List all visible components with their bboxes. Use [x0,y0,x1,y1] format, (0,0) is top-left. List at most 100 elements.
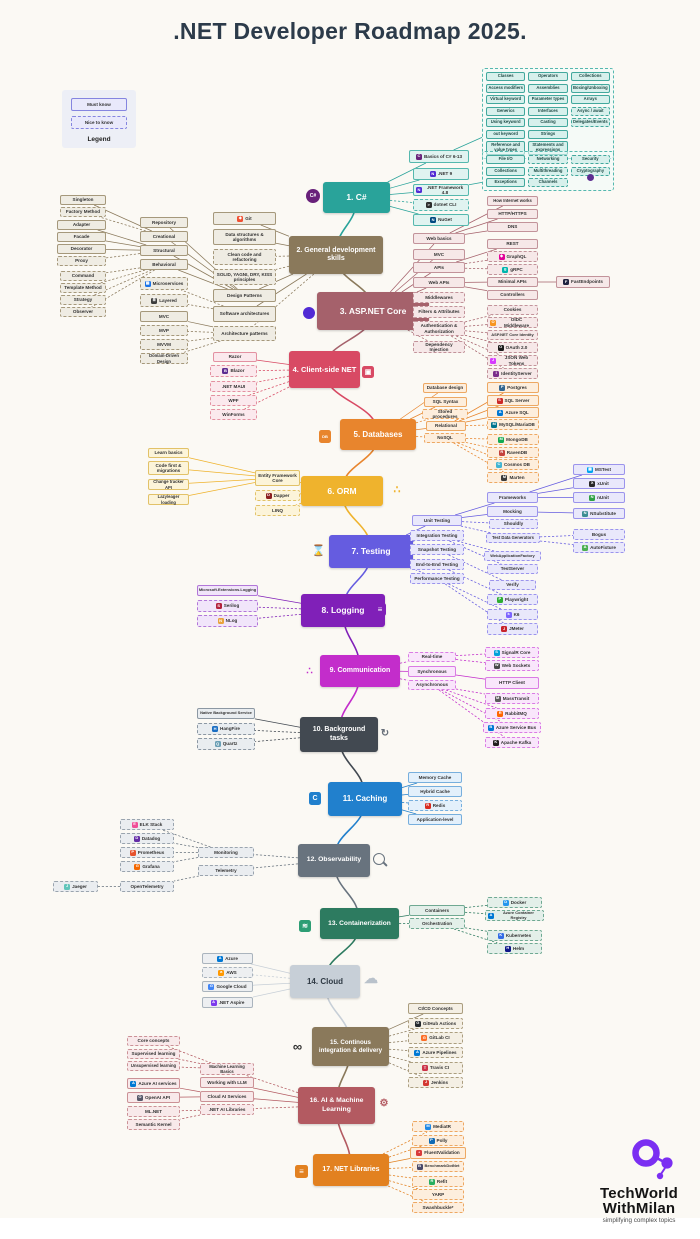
node-label: SQL Syntax [432,399,459,405]
node-s10: 10. Background tasks [300,717,378,752]
node-s3: 3. ASP.NET Core [317,292,429,330]
orm-sitemap-icon: ∴ [393,483,401,496]
node-ddd: Domain-Driven Design [140,353,188,364]
node-label: Behavioral [152,261,176,267]
node-label: Design Patterns [227,292,262,298]
node-s11: 11. Caching [328,782,402,816]
group-item: Parameter types [528,95,568,104]
communication-share-icon: ∴ [306,665,313,677]
node-label: APIs [433,264,445,270]
brand-tagline: simplifying complex topics [602,1217,676,1225]
node-microservices: ▦Microservices [140,277,188,290]
node-orchestration: Orchestration [409,918,465,929]
node-supervised: Supervised learning [127,1049,180,1059]
node-learnbasics: Learn basics [148,448,189,458]
refit-icon: R [428,1178,435,1185]
node-label: Singleton [72,197,94,203]
node-s8: 8. Logging [301,594,385,627]
node-label: Data structures & algorithms [225,231,264,243]
cloud-icon: ☁ [364,969,378,986]
oauth-icon: O [497,344,504,351]
node-label: Clean code and refactoring [227,251,262,263]
node-lazyeager: Lazy/eager loading [148,494,189,505]
node-label: 14. Cloud [306,976,343,986]
legend: Must know Nice to know Legend [62,90,136,148]
node-net9: N.NET 9 [413,168,469,180]
node-label: Razor [228,354,242,360]
node-label: NuGet [438,217,452,223]
websockets-icon: W [493,662,500,669]
oidc-icon: O [490,319,496,326]
masstransit-icon: M [494,695,501,702]
node-auth: Authentication & Authorization [413,321,465,336]
node-label: 7. Testing [351,546,391,557]
node-archpat: Architecture patterns [213,326,276,341]
node-e2etesting: End-to-End Testing [410,559,464,570]
node-label: SQL Server [504,397,530,403]
node-label: 8. Logging [321,605,365,616]
node-mlbasics: Machine Learning Basics [200,1063,254,1075]
node-label: OAuth 2.0 [505,344,528,350]
group-item: Using keyword [486,118,526,127]
node-controllers: Controllers [487,290,538,300]
node-label: Database design [426,385,464,391]
node-label: BenchmarkDotNet [424,1163,460,1169]
xunit-icon: X [589,480,596,487]
group-item: Boxing/Unboxing [570,83,610,93]
node-label: LINQ [272,507,283,513]
node-efcore: Entity Framework Core [255,470,300,486]
layers-icon: ≣ [151,297,158,304]
node-label: Azure SQL [505,409,529,415]
mongodb-icon: M [498,436,505,443]
node-webapis: Web APIs [413,277,465,288]
observability-magnifier-icon [373,853,385,865]
node-label: Azure [225,955,238,961]
node-label: Minimal APIs [498,279,527,285]
node-label: HTTP/HTTPS [498,211,527,217]
node-label: Serilog [223,603,240,609]
benchmarkdotnet-icon: B [416,1163,423,1170]
node-label: Orchestration [421,920,453,926]
node-repository: Repository [140,217,188,228]
node-label: OpenTelemetry [130,883,164,889]
node-label: NSubstitute [590,510,616,516]
node-label: Semantic Kernel [135,1121,172,1127]
node-label: MVP [159,327,169,333]
node-label: GitLab CI [429,1035,450,1041]
node-observer: Observer [60,307,106,317]
autofixture-icon: A [582,544,589,551]
node-label: JMeter [509,626,524,632]
gitlab-icon: G [421,1034,428,1041]
node-cleancode: Clean code and refactoring [213,249,276,265]
sql-server-icon: S [496,397,503,404]
node-label: Layered [159,297,177,303]
node-netailibs: .NET AI Libraries [200,1104,254,1115]
node-label: 9. Communication [329,666,391,674]
microservices-icon: ▦ [144,280,151,287]
kubernetes-icon: K [497,932,504,939]
github-actions-icon: G [414,1020,421,1027]
node-s5: 5. Databases [340,419,416,450]
node-label: Datadog [141,835,161,841]
node-solidp: SOLID, YAGNI, DRY, KISS principles [213,269,276,285]
fluentvalidation-icon: * [416,1150,423,1156]
node-label: Entity Framework Core [258,472,297,484]
google-cloud-icon: G [208,983,215,990]
node-label: Grafana [142,863,160,869]
node-s7: 7. Testing [329,535,413,568]
